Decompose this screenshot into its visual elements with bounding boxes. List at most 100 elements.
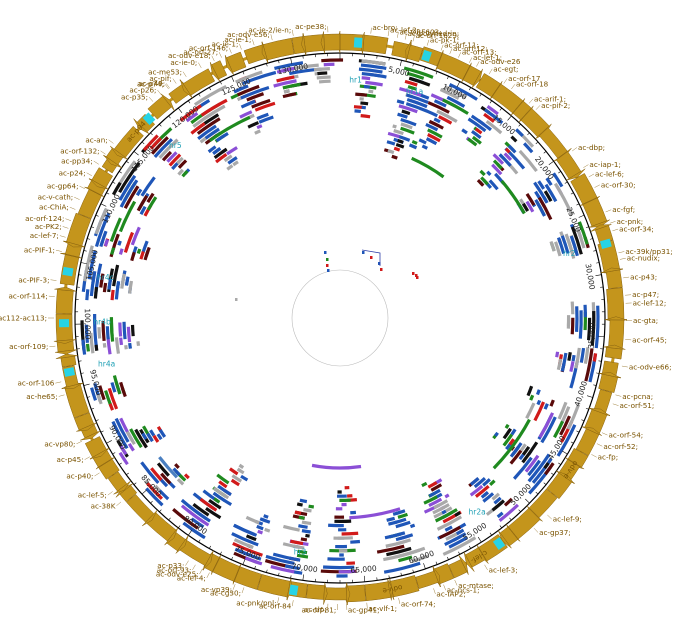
read-alignment bbox=[226, 164, 234, 171]
read-alignment bbox=[179, 104, 202, 122]
gene-label: ac-dbp; bbox=[578, 143, 605, 152]
read-alignment bbox=[254, 129, 261, 135]
read-alignment bbox=[395, 142, 405, 149]
gene-label-leader bbox=[528, 98, 534, 104]
read-alignment bbox=[166, 151, 178, 163]
read-alignment bbox=[438, 115, 453, 125]
gene-arrow bbox=[306, 583, 325, 600]
gene-label: ac-orf-45; bbox=[632, 335, 667, 344]
read-alignment bbox=[112, 375, 122, 395]
gene-label-leader bbox=[609, 221, 616, 224]
tick-mark bbox=[458, 551, 461, 555]
read-alignment bbox=[427, 101, 450, 114]
read-alignment bbox=[395, 533, 414, 542]
read-alignment bbox=[158, 456, 179, 479]
read-alignment bbox=[125, 430, 136, 446]
read-alignment bbox=[399, 87, 422, 97]
read-alignment bbox=[570, 301, 575, 315]
read-alignment bbox=[427, 128, 443, 139]
read-alignment bbox=[519, 443, 527, 452]
read-alignment bbox=[111, 181, 122, 196]
read-alignment bbox=[587, 317, 592, 341]
read-alignment bbox=[160, 472, 172, 485]
read-alignment bbox=[556, 424, 577, 457]
tick-label: 100,000 bbox=[83, 308, 93, 339]
gene-arrow-tip bbox=[209, 61, 221, 82]
read-alignment bbox=[526, 385, 534, 397]
hr-label: hr4a bbox=[98, 360, 115, 369]
read-alignment bbox=[284, 564, 300, 571]
read-alignment bbox=[387, 149, 395, 155]
read-alignment bbox=[251, 98, 271, 109]
tick-mark bbox=[231, 76, 235, 82]
gene-arrow bbox=[598, 373, 619, 393]
read-alignment bbox=[119, 179, 139, 208]
gene-arrow-tip bbox=[89, 178, 109, 190]
gene-label: ac-lef-7; bbox=[30, 231, 59, 240]
read-alignment bbox=[311, 463, 362, 470]
gene-label-leader bbox=[65, 218, 72, 221]
read-alignment bbox=[411, 156, 445, 179]
tick-mark bbox=[168, 517, 171, 521]
read-alignment bbox=[240, 99, 256, 109]
read-alignment bbox=[353, 105, 363, 109]
read-alignment bbox=[521, 441, 539, 464]
read-alignment bbox=[442, 536, 477, 556]
gene-label: ac-fgf; bbox=[612, 205, 635, 214]
gene-label: ac-orf-30; bbox=[601, 180, 636, 189]
read-alignment bbox=[190, 527, 205, 539]
tick-mark bbox=[585, 407, 589, 410]
gene-label: ac-orf-13; bbox=[462, 48, 497, 57]
read-alignment bbox=[218, 480, 228, 489]
gene-label-leader bbox=[270, 34, 273, 41]
read-alignment bbox=[406, 97, 428, 109]
tick-label: 95,000 bbox=[88, 369, 103, 397]
read-alignment bbox=[136, 194, 149, 212]
read-alignment bbox=[425, 137, 438, 146]
tick-mark bbox=[95, 214, 99, 217]
gene-label-leader bbox=[58, 394, 65, 397]
read-alignment bbox=[540, 416, 557, 444]
gene-arrow bbox=[448, 559, 468, 579]
gene-arrow-tip bbox=[498, 530, 512, 549]
read-alignment bbox=[504, 147, 526, 170]
read-alignment bbox=[276, 75, 295, 83]
gene-label-leader bbox=[533, 527, 539, 533]
read-alignment bbox=[494, 431, 499, 437]
gene-label: ac-p24; bbox=[59, 168, 86, 177]
tick-mark bbox=[266, 569, 268, 573]
read-alignment bbox=[525, 193, 536, 206]
read-alignment bbox=[126, 326, 132, 343]
read-alignment bbox=[504, 423, 510, 429]
read-alignment bbox=[583, 347, 590, 365]
tick-mark bbox=[527, 132, 530, 136]
gene-label: ac-odv-e56; bbox=[227, 30, 270, 39]
read-alignment bbox=[177, 159, 188, 169]
read-alignment bbox=[569, 361, 575, 373]
read-alignment bbox=[245, 515, 260, 525]
gene-label-leader bbox=[211, 55, 215, 62]
gene-label: ac-p47; bbox=[632, 290, 659, 299]
read-alignment bbox=[418, 138, 427, 145]
read-alignment bbox=[146, 196, 158, 211]
read-alignment bbox=[150, 467, 163, 482]
read-alignment bbox=[579, 347, 586, 363]
read-alignment bbox=[444, 532, 467, 546]
read-alignment bbox=[216, 473, 230, 485]
read-alignment bbox=[130, 324, 135, 337]
read-alignment bbox=[361, 59, 386, 66]
gene-arrow bbox=[66, 212, 92, 247]
gene-arrow bbox=[575, 428, 600, 456]
read-alignment bbox=[276, 66, 295, 74]
tick-mark bbox=[112, 181, 116, 184]
tick-mark bbox=[100, 203, 107, 207]
tick-mark bbox=[400, 572, 402, 576]
read-alignment bbox=[91, 270, 97, 284]
gene-label: ac-orf-132; bbox=[60, 146, 99, 155]
gene-label-leader bbox=[488, 68, 493, 75]
gene-label: ac-orf-12; bbox=[453, 44, 488, 53]
gene-arrow bbox=[126, 494, 155, 523]
tick-mark bbox=[435, 71, 438, 75]
center-mark bbox=[362, 251, 365, 254]
gene-label: ac-pk-1; bbox=[430, 35, 459, 44]
